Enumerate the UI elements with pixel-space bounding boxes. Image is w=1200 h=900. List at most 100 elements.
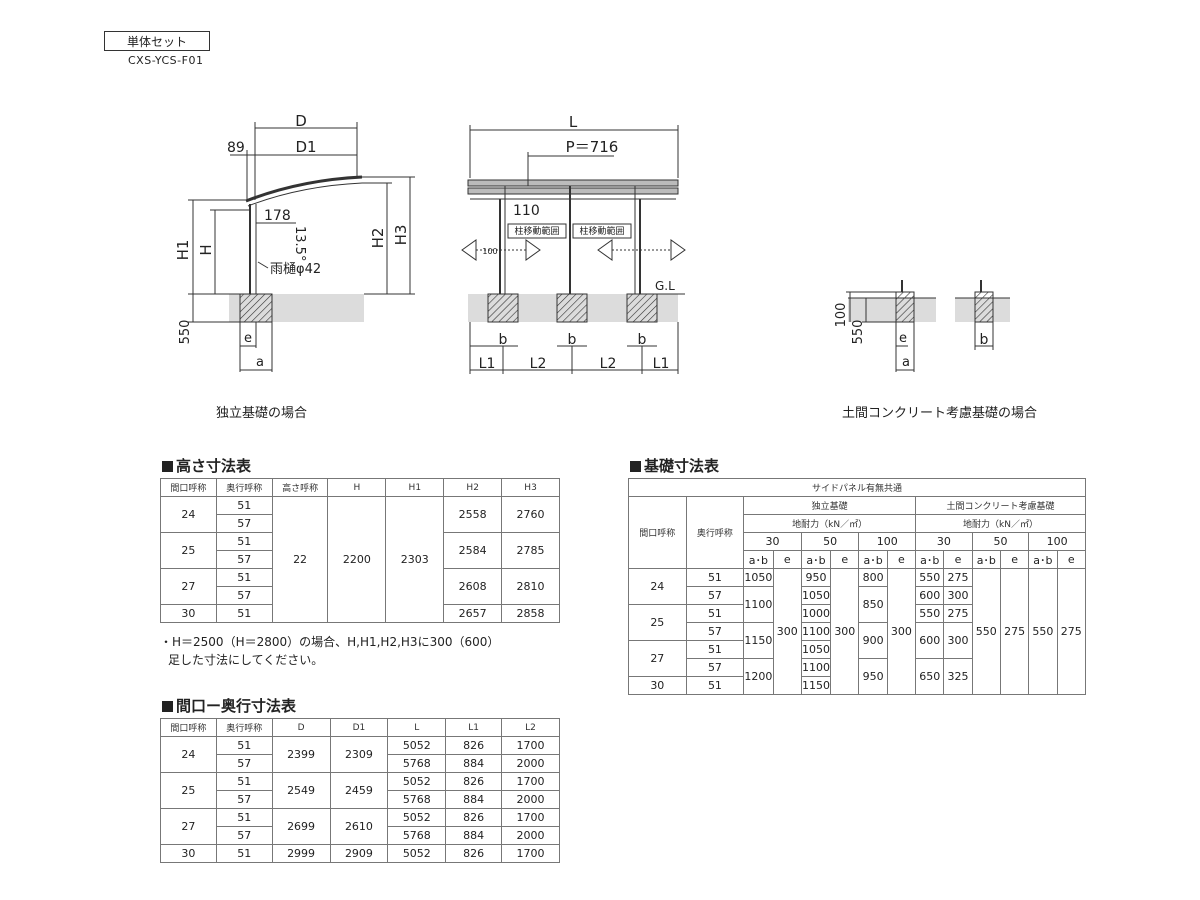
table-cell: 275 bbox=[943, 568, 973, 587]
height-table-title: 高さ寸法表 bbox=[162, 455, 251, 476]
table-cell: 2459 bbox=[329, 772, 389, 809]
table-header-cell: H bbox=[327, 478, 387, 497]
table-cell: 2610 bbox=[329, 808, 389, 845]
table-header-cell: サイドパネル有無共通 bbox=[628, 478, 1086, 497]
table-cell: 1700 bbox=[501, 844, 560, 863]
table-cell: 5052 bbox=[387, 844, 447, 863]
label-110: 110 bbox=[513, 203, 540, 219]
table-cell: 57 bbox=[215, 586, 273, 605]
table-cell: e bbox=[772, 550, 802, 569]
table-cell: 2549 bbox=[271, 772, 331, 809]
table-header-cell: 地耐力（kN／㎡） bbox=[743, 514, 917, 533]
set-type-tag: 単体セット bbox=[104, 31, 210, 51]
height-note-2: 足した寸法にしてください。 bbox=[168, 653, 324, 667]
table-cell: 650 bbox=[915, 658, 945, 695]
table-cell: 950 bbox=[800, 568, 832, 587]
table-cell: 800 bbox=[858, 568, 888, 587]
table-header-cell: 奥行呼称 bbox=[215, 478, 273, 497]
table-cell: 24 bbox=[628, 568, 687, 605]
table-cell: 1150 bbox=[743, 622, 774, 659]
table-cell: 50 bbox=[800, 532, 860, 551]
foundation-table-title: 基礎寸法表 bbox=[630, 455, 719, 476]
table-cell: 25 bbox=[628, 604, 687, 641]
table-cell: 30 bbox=[743, 532, 802, 551]
table-row: 30 51 1150 bbox=[628, 676, 1086, 695]
height-note-1: ・H＝2500（H＝2800）の場合、H,H1,H2,H3に300（600） bbox=[160, 635, 500, 649]
table-cell: 5052 bbox=[387, 736, 447, 755]
label-L1a: L1 bbox=[479, 356, 496, 372]
front-view bbox=[461, 125, 686, 374]
table-cell: 275 bbox=[943, 604, 973, 623]
table-cell: 1150 bbox=[800, 676, 832, 695]
side-view bbox=[188, 122, 415, 372]
table-header-cell: H2 bbox=[443, 478, 503, 497]
table-cell: 550 bbox=[915, 568, 945, 587]
table-cell: 51 bbox=[215, 604, 273, 623]
table-cell: 300 bbox=[886, 568, 917, 695]
table-cell: 884 bbox=[445, 790, 503, 809]
table-header-cell: D1 bbox=[329, 718, 389, 737]
label-P: P＝716 bbox=[566, 138, 619, 156]
table-cell: 950 bbox=[858, 658, 888, 695]
table-cell: e bbox=[830, 550, 860, 569]
table-cell: 57 bbox=[215, 790, 273, 809]
detail-view bbox=[846, 280, 1010, 372]
table-header-cell: 高さ呼称 bbox=[271, 478, 329, 497]
table-cell: 2000 bbox=[501, 754, 560, 773]
table-header-cell: L1 bbox=[445, 718, 503, 737]
table-cell: 25 bbox=[160, 532, 217, 569]
table-cell: 2000 bbox=[501, 826, 560, 845]
table-cell: 51 bbox=[215, 532, 273, 551]
table-header-cell: 間口呼称 bbox=[160, 478, 217, 497]
label-L: L bbox=[569, 113, 578, 131]
table-cell: 2699 bbox=[271, 808, 331, 845]
label-H2: H2 bbox=[369, 228, 387, 249]
table-cell: 1200 bbox=[743, 658, 774, 695]
table-header-cell: 土間コンクリート考慮基礎 bbox=[915, 496, 1086, 515]
table-cell: 57 bbox=[215, 550, 273, 569]
table-row: 57 bbox=[161, 586, 560, 605]
table-row: 24 51 1050 300 950 300 800 300 550 275 5… bbox=[628, 568, 1087, 695]
table-cell: 100 bbox=[1028, 532, 1086, 551]
label-D1: D1 bbox=[295, 138, 316, 156]
table-cell: 2810 bbox=[501, 568, 560, 605]
table-cell: 1050 bbox=[800, 586, 832, 605]
table-cell: 1050 bbox=[800, 640, 832, 659]
table-cell: 2558 bbox=[443, 496, 503, 533]
table-cell: 51 bbox=[215, 496, 273, 515]
table-header-cell: L2 bbox=[501, 718, 560, 737]
table-cell: 2399 bbox=[271, 736, 331, 773]
table-cell: a･b bbox=[800, 550, 832, 569]
table-cell: 275 bbox=[999, 568, 1030, 695]
table-cell: a･b bbox=[743, 550, 774, 569]
table-cell: 2309 bbox=[329, 736, 389, 773]
table-cell: 5052 bbox=[387, 772, 447, 791]
table-cell: 1700 bbox=[501, 808, 560, 827]
table-cell: 2858 bbox=[501, 604, 560, 623]
table-header-cell: L bbox=[387, 718, 447, 737]
table-cell: 30 bbox=[915, 532, 973, 551]
table-cell: 1000 bbox=[800, 604, 832, 623]
table-header-cell: 奥行呼称 bbox=[215, 718, 273, 737]
detail-e: e bbox=[899, 331, 907, 346]
table-header-cell: H3 bbox=[501, 478, 560, 497]
caption-doma: 土間コンクリート考慮基礎の場合 bbox=[842, 406, 1038, 421]
label-gl: G.L bbox=[655, 279, 675, 293]
table-cell: 25 bbox=[160, 772, 217, 809]
table-row: 57 1150 1100 900 600 300 bbox=[629, 622, 1086, 659]
label-H3: H3 bbox=[392, 225, 410, 246]
label-b1: b bbox=[499, 332, 508, 348]
table-cell: 51 bbox=[215, 808, 273, 827]
table-cell: 826 bbox=[445, 844, 503, 863]
table-header-cell: 間口呼称 bbox=[628, 496, 687, 569]
table-cell: 884 bbox=[445, 826, 503, 845]
width-table-title: 間口ー奥行寸法表 bbox=[162, 695, 296, 716]
table-cell: 826 bbox=[445, 772, 503, 791]
table-cell: 24 bbox=[160, 496, 217, 533]
